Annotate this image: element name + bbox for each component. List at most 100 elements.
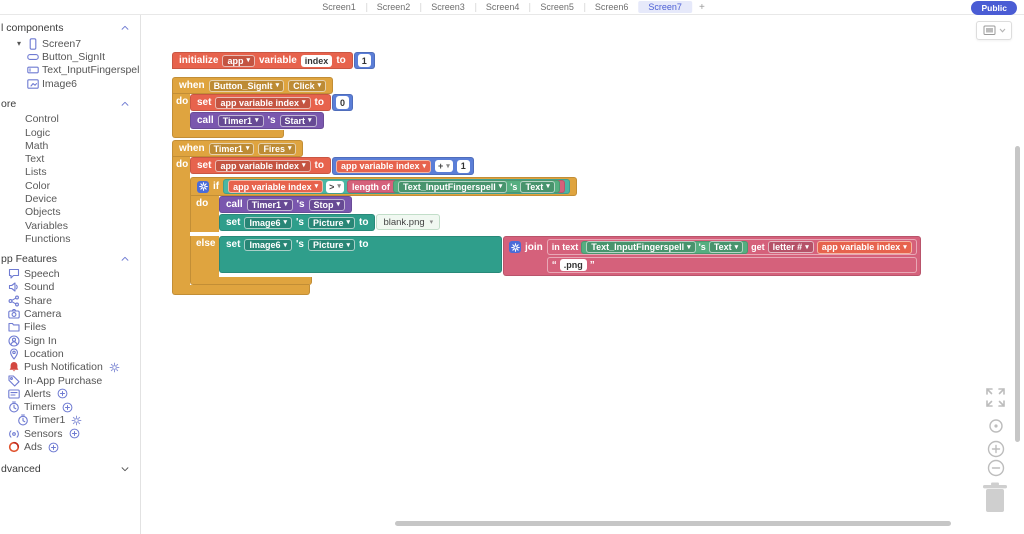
mutator-gear-icon[interactable] bbox=[197, 180, 209, 193]
operator-dropdown[interactable]: +▾ bbox=[435, 160, 453, 172]
section-advanced[interactable]: dvanced bbox=[1, 463, 130, 475]
block-when-button-click[interactable]: when Button_SignIt▾ Click▾ do set app va… bbox=[172, 75, 353, 138]
mutator-gear-icon[interactable] bbox=[509, 241, 521, 253]
if-header[interactable]: if app variable index▾ >▾ length of Text… bbox=[190, 177, 577, 196]
settings-icon[interactable] bbox=[109, 362, 120, 373]
sidebar-item-math[interactable]: Math bbox=[25, 139, 49, 152]
variable-dropdown[interactable]: app variable index▾ bbox=[215, 96, 311, 109]
comparison-block[interactable]: app variable index▾ >▾ length of Text_In… bbox=[223, 179, 570, 194]
zoom-out-button[interactable] bbox=[987, 459, 1005, 482]
component-dropdown[interactable]: Timer1▾ bbox=[217, 114, 264, 127]
horizontal-scrollbar[interactable] bbox=[395, 521, 951, 526]
variable-getter-block[interactable]: app variable index▾ bbox=[816, 240, 912, 254]
text-literal-field[interactable]: .png bbox=[559, 259, 587, 271]
sidebar-item-ads[interactable]: Ads bbox=[0, 440, 140, 453]
sidebar-item-speech[interactable]: Speech bbox=[0, 268, 140, 281]
in-text-get-letter-block[interactable]: in text Text_InputFingerspell▾ 's Text▾ … bbox=[546, 239, 917, 255]
initialize-variable-block[interactable]: initialize app▾ variable index to bbox=[172, 52, 353, 69]
component-dropdown[interactable]: Button_SignIt▾ bbox=[208, 79, 285, 92]
when-event-header[interactable]: when Button_SignIt▾ Click▾ bbox=[172, 77, 334, 94]
public-button[interactable]: Public bbox=[971, 1, 1017, 15]
sidebar-item-text-inputfingerspell[interactable]: Text_InputFingerspell bbox=[0, 63, 140, 78]
number-value-block[interactable]: 1 bbox=[353, 52, 375, 69]
add-component-icon[interactable] bbox=[57, 388, 68, 399]
sidebar-item-timer1[interactable]: Timer1 bbox=[0, 414, 140, 427]
component-dropdown[interactable]: Image6▾ bbox=[244, 216, 292, 229]
sidebar-item-push-notification[interactable]: Push Notification bbox=[0, 361, 140, 374]
settings-icon[interactable] bbox=[71, 415, 82, 426]
call-method-block[interactable]: call Timer1▾ 's Start▾ bbox=[190, 112, 324, 129]
variable-name-field[interactable]: index bbox=[300, 54, 333, 67]
set-property-block[interactable]: set Image6▾ 's Picture▾ to bbox=[219, 236, 502, 273]
join-text-block[interactable]: join in text Text_InputFingerspell▾ 's bbox=[503, 236, 921, 276]
add-component-icon[interactable] bbox=[48, 442, 59, 453]
number-value-block[interactable]: 0 bbox=[331, 94, 353, 111]
sidebar-item-logic[interactable]: Logic bbox=[25, 126, 51, 139]
section-core[interactable]: ore bbox=[1, 98, 130, 110]
math-sum-block[interactable]: app variable index▾ +▾ 1 bbox=[331, 157, 474, 175]
set-property-block[interactable]: set Image6▾ 's Picture▾ to bbox=[219, 214, 376, 231]
sidebar-item-image6[interactable]: Image6 bbox=[0, 77, 140, 91]
set-variable-block[interactable]: set app variable index▾ to bbox=[190, 94, 331, 111]
tab-screen5[interactable]: Screen5 bbox=[540, 2, 574, 12]
property-dropdown[interactable]: Text▾ bbox=[708, 241, 744, 253]
mode-dropdown[interactable]: letter #▾ bbox=[767, 241, 814, 253]
sidebar-item-device[interactable]: Device bbox=[25, 192, 58, 205]
asset-dropdown-block[interactable]: blank.png ▾ bbox=[376, 214, 441, 230]
tab-screen6[interactable]: Screen6 bbox=[594, 2, 629, 12]
device-preview-selector[interactable] bbox=[976, 21, 1012, 40]
zoom-in-button[interactable] bbox=[987, 440, 1005, 463]
block-when-timer-fires[interactable]: when Timer1▾ Fires▾ do set app variable … bbox=[172, 138, 921, 295]
sidebar-item-functions[interactable]: Functions bbox=[25, 232, 71, 245]
event-dropdown[interactable]: Click▾ bbox=[288, 79, 327, 92]
property-dropdown[interactable]: Picture▾ bbox=[307, 216, 355, 229]
block-initialize-variable[interactable]: initialize app▾ variable index to 1 bbox=[172, 52, 375, 70]
variable-getter-block[interactable]: app variable index▾ bbox=[228, 180, 324, 193]
tree-expand-icon[interactable]: ▾ bbox=[17, 39, 22, 49]
sidebar-item-sound[interactable]: Sound bbox=[0, 281, 140, 294]
variable-dropdown[interactable]: app variable index▾ bbox=[215, 159, 311, 172]
event-dropdown[interactable]: Fires▾ bbox=[258, 142, 297, 155]
section-all-components[interactable]: l components bbox=[1, 22, 130, 34]
sidebar-item-timers[interactable]: Timers bbox=[0, 401, 140, 414]
call-method-block[interactable]: call Timer1▾ 's Stop▾ bbox=[219, 196, 353, 213]
tab-screen4[interactable]: Screen4 bbox=[485, 2, 520, 12]
sidebar-item-objects[interactable]: Objects bbox=[25, 206, 61, 219]
tab-screen7-active[interactable]: Screen7 bbox=[638, 1, 692, 13]
if-else-block[interactable]: if app variable index▾ >▾ length of Text… bbox=[190, 177, 921, 285]
text-literal-block[interactable]: “ .png ” bbox=[546, 257, 917, 273]
sidebar-item-alerts[interactable]: Alerts bbox=[0, 387, 140, 400]
sidebar-item-control[interactable]: Control bbox=[25, 113, 59, 126]
sidebar-item-camera[interactable]: Camera bbox=[0, 307, 140, 320]
sidebar-item-sign-in[interactable]: Sign In bbox=[0, 334, 140, 347]
operator-dropdown[interactable]: >▾ bbox=[326, 180, 344, 193]
property-dropdown[interactable]: Text▾ bbox=[520, 180, 555, 193]
text-property-block[interactable]: Text_InputFingerspell▾ 's Text▾ bbox=[392, 180, 560, 193]
component-dropdown[interactable]: Timer1▾ bbox=[246, 198, 293, 211]
tab-screen1[interactable]: Screen1 bbox=[322, 2, 356, 12]
section-app-features[interactable]: pp Features bbox=[1, 253, 130, 265]
component-dropdown[interactable]: Timer1▾ bbox=[208, 142, 255, 155]
variable-getter-block[interactable]: app variable index▾ bbox=[335, 159, 431, 173]
sidebar-item-variables[interactable]: Variables bbox=[25, 219, 68, 232]
component-dropdown[interactable]: Text_InputFingerspell▾ bbox=[586, 241, 696, 253]
when-event-header[interactable]: when Timer1▾ Fires▾ bbox=[172, 140, 304, 157]
component-dropdown[interactable]: Text_InputFingerspell▾ bbox=[397, 180, 508, 193]
add-component-icon[interactable] bbox=[62, 402, 73, 413]
sidebar-item-in-app-purchase[interactable]: In-App Purchase bbox=[0, 374, 140, 387]
sidebar-item-share[interactable]: Share bbox=[0, 294, 140, 307]
tab-screen3[interactable]: Screen3 bbox=[431, 2, 465, 12]
tab-screen2[interactable]: Screen2 bbox=[376, 2, 411, 12]
add-screen-tab[interactable]: + bbox=[698, 1, 705, 13]
sidebar-item-sensors[interactable]: Sensors bbox=[0, 427, 140, 440]
center-blocks-button[interactable] bbox=[986, 416, 1006, 441]
component-dropdown[interactable]: Image6▾ bbox=[244, 239, 292, 251]
sidebar-item-lists[interactable]: Lists bbox=[25, 166, 47, 179]
method-dropdown[interactable]: Start▾ bbox=[279, 114, 317, 127]
scope-dropdown[interactable]: app▾ bbox=[222, 54, 255, 67]
expand-workspace-button[interactable] bbox=[985, 387, 1006, 413]
sidebar-item-color[interactable]: Color bbox=[25, 179, 51, 192]
sidebar-item-location[interactable]: Location bbox=[0, 347, 140, 360]
sidebar-item-files[interactable]: Files bbox=[0, 321, 140, 334]
sidebar-item-button-signit[interactable]: Button_SignIt bbox=[0, 50, 140, 64]
